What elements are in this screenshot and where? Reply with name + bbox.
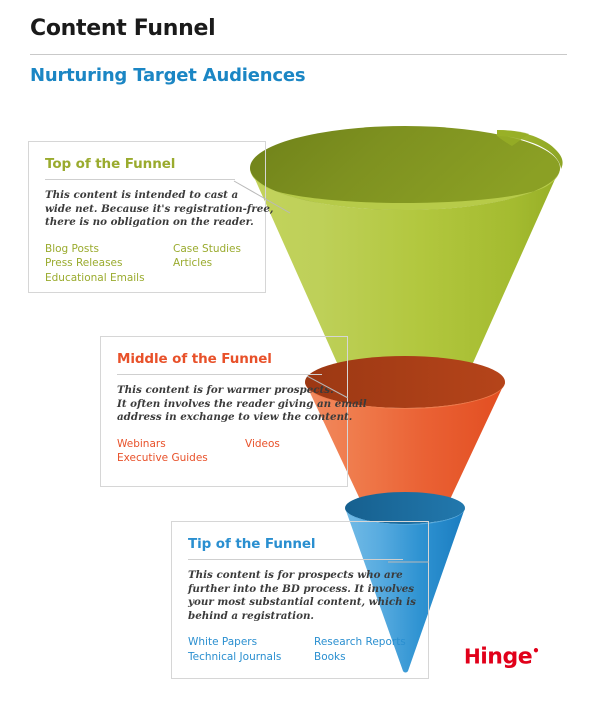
callout-top-of-funnel: Top of the Funnel This content is intend… [28,141,273,293]
callout-top-body: This content is intended to cast a wide … [45,189,283,230]
hinge-logo-rest: inge [480,644,533,670]
hinge-logo-dot: • [532,644,540,658]
tag-item: Educational Emails [45,271,145,284]
tag-item: Webinars [117,437,166,450]
callout-middle-of-funnel: Middle of the Funnel This content is for… [100,336,367,487]
page-subtitle: Nurturing Target Audiences [30,65,306,86]
callout-tip-body-line: behind a registration. [188,609,315,622]
callout-tip-body-line: your most substantial content, which is [188,596,416,609]
hinge-logo: Hinge• [464,644,540,670]
callout-middle-divider [117,374,322,375]
tag-item: Articles [173,257,213,270]
callout-top-tag-list: Blog Posts Case Studies Press Releases A… [45,242,283,286]
callout-tip-divider [188,559,403,560]
callout-middle-body-line: It often involves the reader giving an e… [117,397,367,410]
callout-middle-heading: Middle of the Funnel [117,351,272,367]
page-title: Content Funnel [30,16,216,41]
tag-item: Technical Journals [188,650,282,663]
callout-tip-body: This content is for prospects who are fu… [188,569,456,623]
callout-top-body-line: wide net. Because it's registration-free… [45,202,274,215]
tag-item: White Papers [188,636,258,649]
tag-item: Blog Posts [45,242,99,255]
callout-tip-heading: Tip of the Funnel [188,536,316,552]
callout-top-heading: Top of the Funnel [45,156,176,172]
tag-item: Videos [245,437,280,450]
tag-item: Case Studies [173,242,241,255]
tag-item: Research Reports [314,636,406,649]
header-divider [30,54,567,55]
callout-top-divider [45,179,235,180]
callout-middle-tag-list: Webinars Videos Executive Guides [117,437,377,466]
tag-item: Books [314,650,346,663]
callout-middle-body-line: address in exchange to view the content. [117,411,353,424]
callout-tip-of-funnel: Tip of the Funnel This content is for pr… [171,521,429,679]
hinge-logo-cap: H [464,644,481,669]
callout-top-body-line: there is no obligation on the reader. [45,216,254,229]
callout-top-body-line: This content is intended to cast a [45,189,239,201]
callout-tip-tag-list: White Papers Research Reports Technical … [188,635,456,664]
tag-item: Executive Guides [117,452,208,465]
tag-item: Press Releases [45,257,123,270]
callout-middle-body-line: This content is for warmer prospects. [117,384,334,396]
callout-tip-body-line: This content is for prospects who are [188,569,403,581]
callout-middle-body: This content is for warmer prospects. It… [117,384,377,425]
callout-tip-body-line: further into the BD process. It involves [188,582,415,595]
